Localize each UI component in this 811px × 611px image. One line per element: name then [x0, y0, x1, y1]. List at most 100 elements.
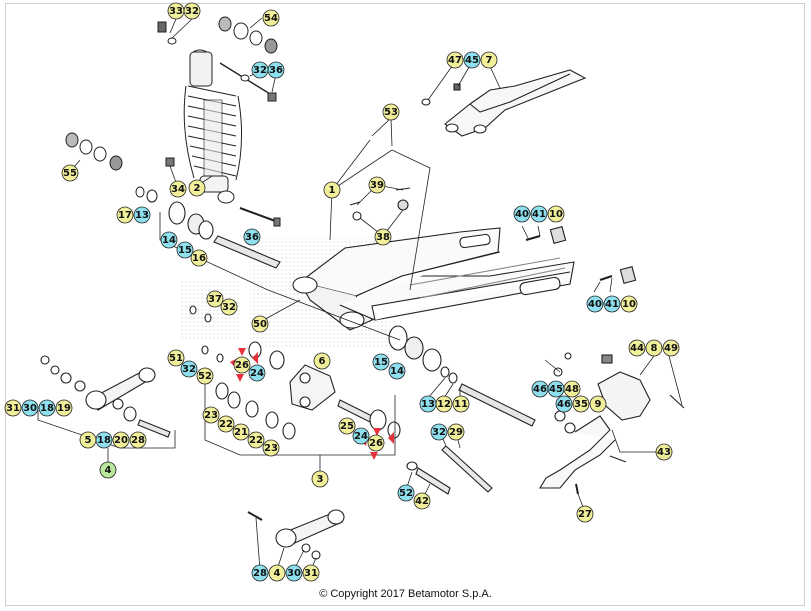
callout-circle: [480, 51, 498, 69]
callout-circle: [382, 103, 400, 121]
callout-c43: 43: [655, 443, 673, 461]
callout-number: 52: [198, 371, 212, 382]
callout-number: 7: [486, 55, 493, 66]
dogbone-link-bottom-drawing: [247, 509, 345, 560]
callout-c27: 27: [576, 505, 594, 523]
callout-c52b: 52: [397, 484, 415, 502]
callout-c51: 51: [167, 349, 185, 367]
callout-c38: 38: [374, 228, 392, 246]
callout-circle: [655, 443, 673, 461]
callout-number: 28: [253, 568, 267, 579]
callout-c32e: 32: [430, 423, 448, 441]
callout-circle: [183, 2, 201, 20]
shock-absorber-drawing: [65, 16, 281, 227]
callout-c47: 47: [446, 51, 464, 69]
callout-c7: 7: [480, 51, 498, 69]
callout-circle: [251, 315, 269, 333]
callout-circle: [645, 339, 663, 357]
callout-circle: [4, 399, 22, 417]
callout-circle: [160, 231, 178, 249]
callout-circle: [262, 9, 280, 27]
callout-circle: [368, 176, 386, 194]
callout-number: 49: [664, 343, 678, 354]
callout-circle: [55, 399, 73, 417]
callout-circle: [302, 564, 320, 582]
callout-circle: [232, 423, 250, 441]
callout-number: 39: [370, 180, 384, 191]
callout-c20: 20: [112, 431, 130, 449]
callout-circle: [620, 295, 638, 313]
callout-number: 51: [169, 353, 183, 364]
callout-c28a: 28: [129, 431, 147, 449]
callout-c23a: 23: [202, 406, 220, 424]
callout-number: 50: [253, 319, 267, 330]
callout-circle: [563, 380, 581, 398]
callout-number: 46: [557, 399, 571, 410]
callout-c36b: 36: [243, 228, 261, 246]
callout-c13a: 13: [133, 206, 151, 224]
callout-circle: [413, 492, 431, 510]
linkage-drawing: [168, 201, 536, 495]
callout-number: 44: [630, 343, 644, 354]
callout-circle: [262, 439, 280, 457]
callout-c6: 6: [313, 352, 331, 370]
callout-c14b: 14: [388, 362, 406, 380]
callout-c22a: 22: [217, 415, 235, 433]
callout-number: 31: [6, 403, 20, 414]
callout-c21: 21: [232, 423, 250, 441]
callout-c24b: 24: [352, 427, 370, 445]
callout-number: 41: [532, 209, 546, 220]
callout-number: 1: [329, 185, 336, 196]
callout-number: 42: [415, 496, 429, 507]
callout-number: 18: [40, 403, 54, 414]
chain-slider-drawing: [421, 69, 587, 137]
callout-c40a: 40: [513, 205, 531, 223]
callout-number: 12: [437, 399, 451, 410]
callout-circle: [311, 470, 329, 488]
callout-number: 23: [204, 410, 218, 421]
callout-c13b: 13: [419, 395, 437, 413]
callout-circle: [513, 205, 531, 223]
callout-c19: 19: [55, 399, 73, 417]
callout-circle: [61, 164, 79, 182]
callout-c55: 55: [61, 164, 79, 182]
callout-number: 36: [269, 65, 283, 76]
callout-number: 27: [578, 509, 592, 520]
callout-number: 32: [182, 364, 196, 375]
callout-circle: [530, 205, 548, 223]
callout-c32b: 32: [251, 61, 269, 79]
callout-c53: 53: [382, 103, 400, 121]
callout-number: 32: [222, 302, 236, 313]
callout-number: 36: [245, 232, 259, 243]
callout-number: 33: [169, 6, 183, 17]
callout-number: 2: [194, 183, 201, 194]
callout-c32c: 32: [220, 298, 238, 316]
callout-c4a: 4: [99, 461, 117, 479]
callout-circle: [572, 395, 590, 413]
callout-circle: [188, 179, 206, 197]
callout-number: 46: [533, 384, 547, 395]
callout-c32d: 32: [180, 360, 198, 378]
callout-c5: 5: [79, 431, 97, 449]
callout-number: 30: [23, 403, 37, 414]
callout-circle: [430, 423, 448, 441]
callout-number: 5: [85, 435, 92, 446]
callout-circle: [576, 505, 594, 523]
callout-c50: 50: [251, 315, 269, 333]
callout-c1: 1: [323, 181, 341, 199]
callout-number: 28: [131, 435, 145, 446]
callout-number: 11: [454, 399, 468, 410]
callout-number: 22: [219, 419, 233, 430]
chain-guide-drawing: [525, 226, 685, 495]
callout-circle: [367, 434, 385, 452]
callout-circle: [586, 295, 604, 313]
callout-c10b: 10: [620, 295, 638, 313]
callout-number: 55: [63, 168, 77, 179]
callout-circle: [190, 249, 208, 267]
callout-number: 54: [264, 13, 278, 24]
callout-c28b: 28: [251, 564, 269, 582]
swingarm-drawing: [292, 187, 575, 331]
callout-c46a: 46: [531, 380, 549, 398]
callout-number: 24: [354, 431, 368, 442]
